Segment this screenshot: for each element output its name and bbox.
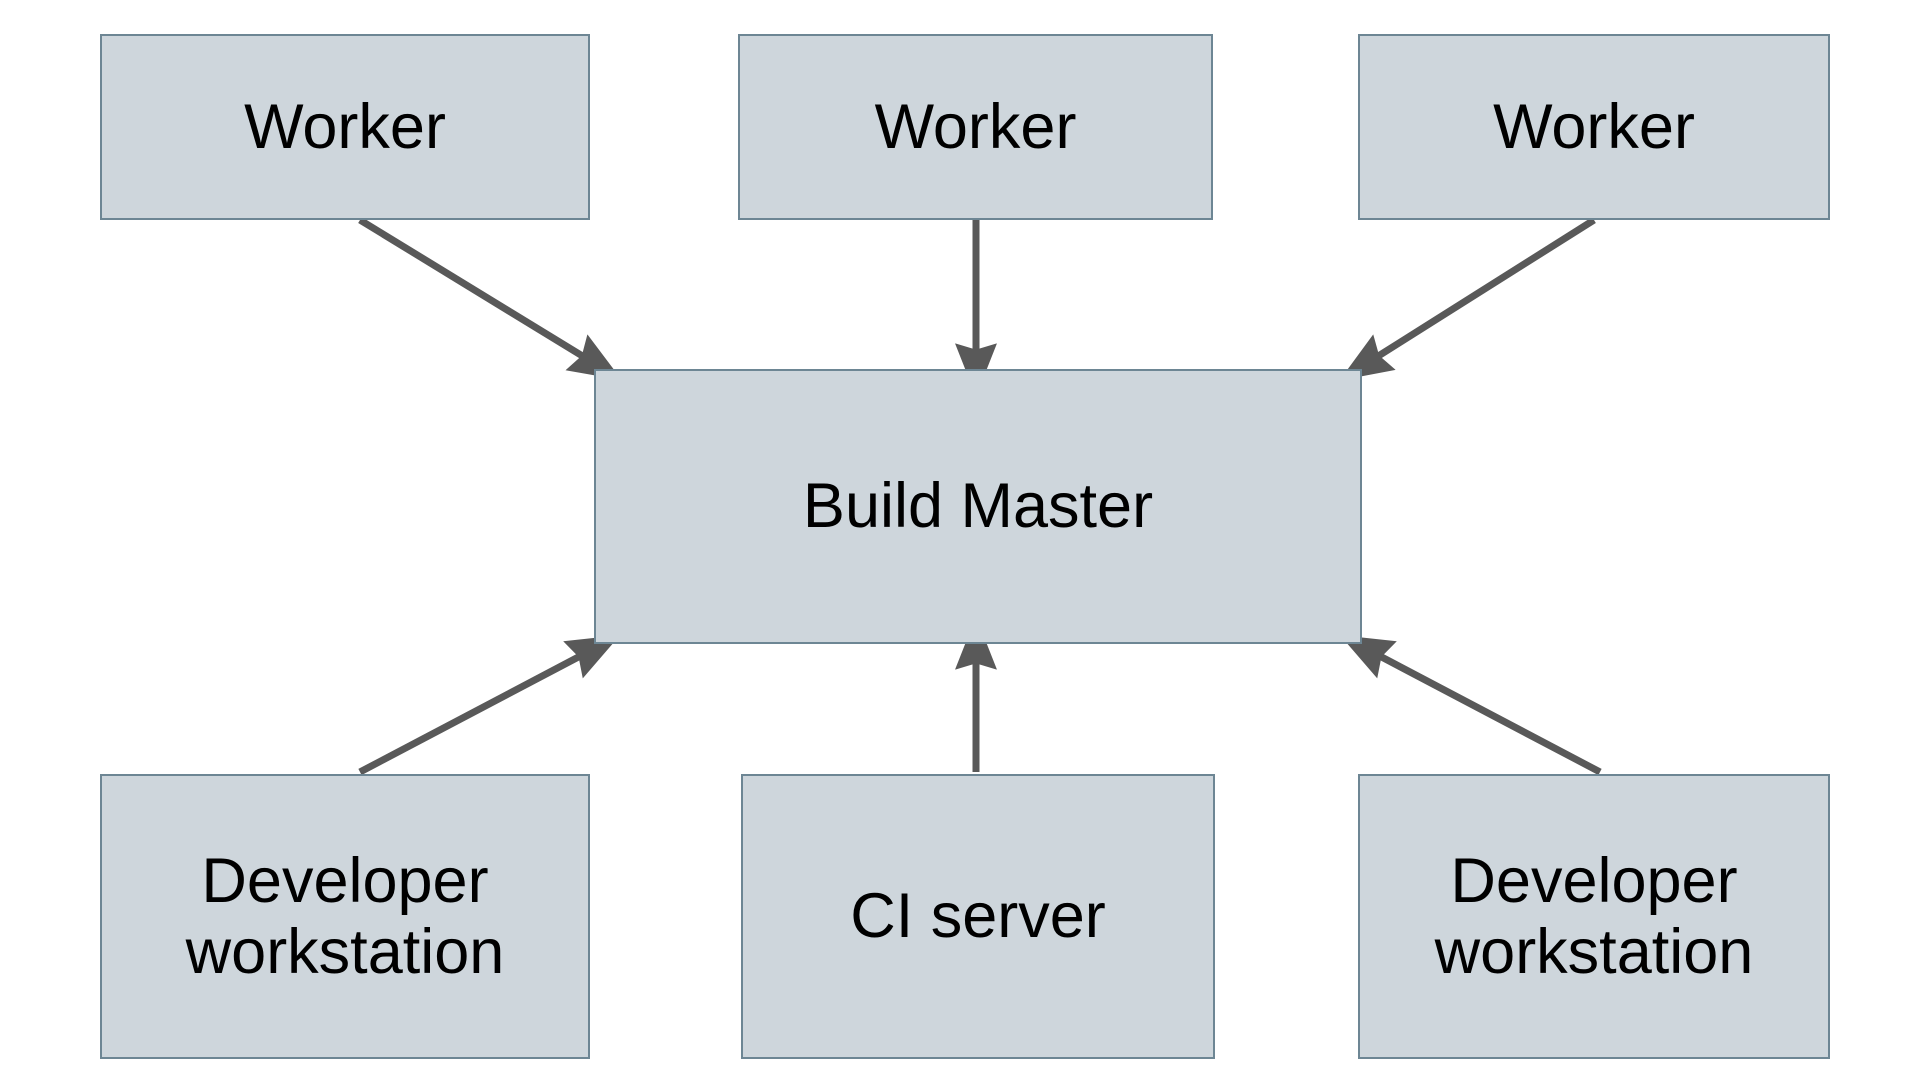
node-ci-server[interactable]: CI server xyxy=(741,774,1215,1059)
node-worker-1-label: Worker xyxy=(244,91,446,162)
node-developer-workstation-right[interactable]: Developer workstation xyxy=(1358,774,1830,1059)
node-worker-2-label: Worker xyxy=(874,91,1077,162)
edge-dev-left-to-build-master xyxy=(358,635,621,776)
edge-dev-right-to-build-master xyxy=(1339,635,1602,776)
node-worker-1[interactable]: Worker xyxy=(100,34,590,220)
node-developer-workstation-left[interactable]: Developer workstation xyxy=(100,774,590,1059)
node-worker-3[interactable]: Worker xyxy=(1358,34,1830,220)
node-developer-workstation-left-label: Developer workstation xyxy=(185,845,505,987)
node-ci-server-label: CI server xyxy=(850,881,1106,952)
node-worker-3-label: Worker xyxy=(1493,91,1695,162)
edge-worker-1-to-build-master xyxy=(358,217,622,381)
node-build-master-label: Build Master xyxy=(802,471,1154,542)
node-developer-workstation-right-label: Developer workstation xyxy=(1434,845,1754,987)
node-build-master[interactable]: Build Master xyxy=(594,369,1362,644)
edge-worker-3-to-build-master xyxy=(1339,217,1596,381)
node-worker-2[interactable]: Worker xyxy=(738,34,1213,220)
